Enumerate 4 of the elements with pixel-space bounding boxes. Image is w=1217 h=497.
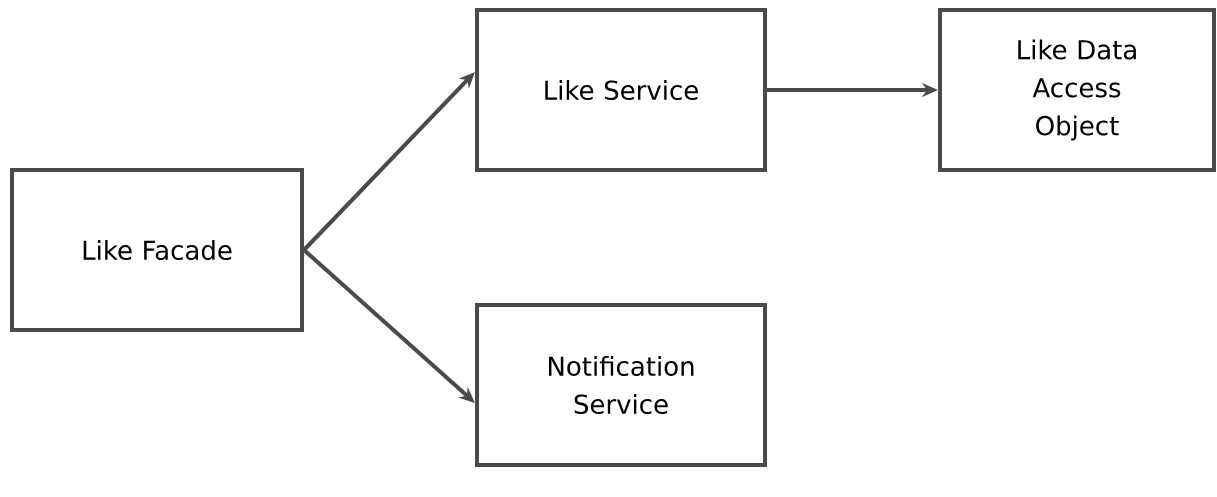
process-box: Notification Service [475, 303, 767, 467]
process-box: Like Service [475, 8, 767, 172]
process-box: Like Facade [10, 168, 304, 332]
process-box: Like Data Access Object [938, 8, 1216, 172]
